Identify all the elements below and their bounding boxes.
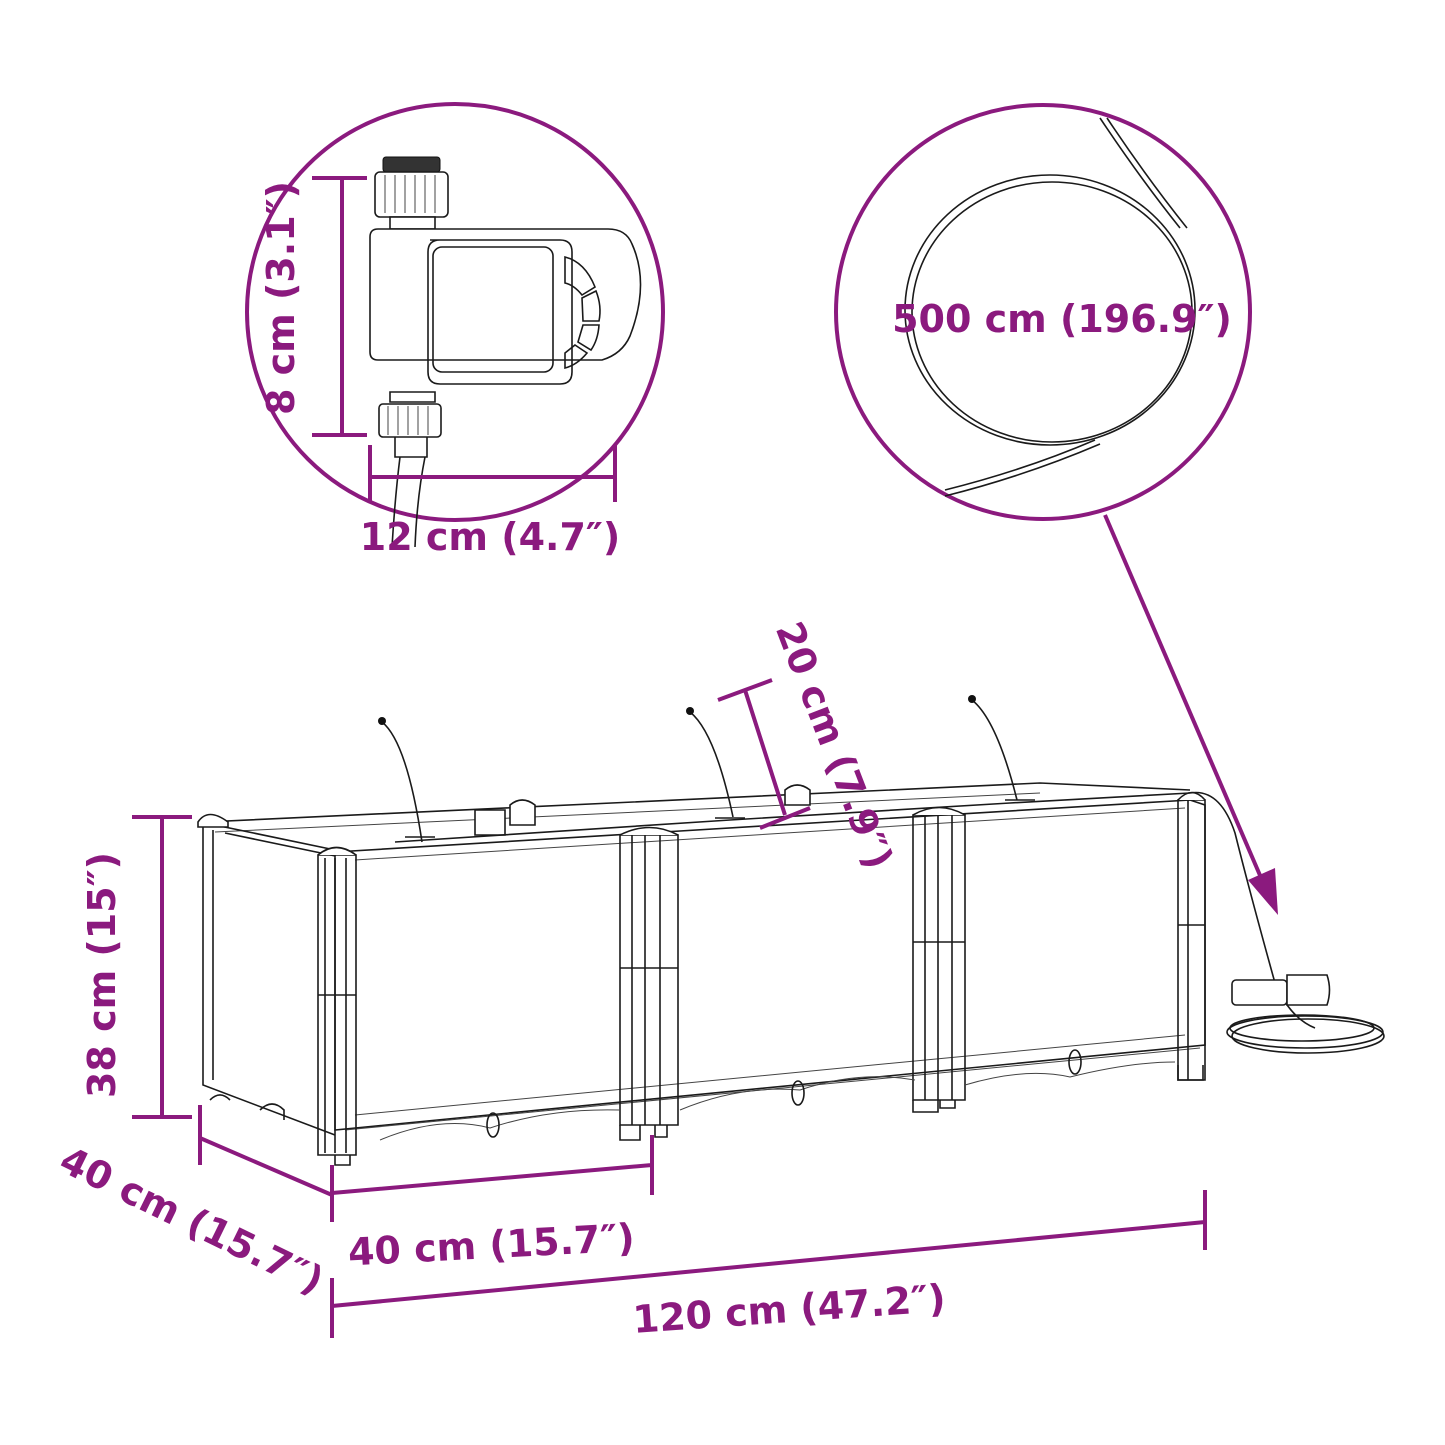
hose-connector	[1189, 791, 1385, 1054]
dripper-height-dimension-line	[717, 678, 811, 830]
planter-illustration	[197, 695, 1385, 1166]
water-timer-detail: 8 cm (3.1″) 12 cm (4.7″)	[245, 102, 665, 559]
drip-stakes	[378, 695, 1191, 843]
hose-detail: 500 cm (196.9″)	[834, 103, 1278, 915]
hose-length-label: 500 cm (196.9″)	[892, 297, 1232, 341]
planter-height-label: 38 cm (15″)	[80, 852, 124, 1098]
hose-pointer-arrow	[1103, 514, 1264, 881]
water-timer-icon	[369, 156, 642, 548]
timer-detail-circle	[245, 102, 665, 522]
planter-depth-label: 40 cm (15.7″)	[53, 1138, 330, 1303]
planter-length-label: 120 cm (47.2″)	[631, 1276, 947, 1342]
timer-width-label: 12 cm (4.7″)	[360, 515, 621, 559]
arrow-head-icon	[1248, 868, 1278, 915]
planter-depth-dimension-line	[198, 1105, 334, 1222]
section-width-label: 40 cm (15.7″)	[347, 1216, 636, 1275]
timer-width-dimension-line	[368, 445, 617, 502]
hose-detail-circle	[834, 103, 1252, 521]
planter-height-dimension-line	[132, 815, 192, 1119]
coiled-hose-icon	[904, 117, 1196, 497]
planter-length-dimension-line	[330, 1190, 1207, 1338]
timer-height-dimension-line	[312, 176, 367, 437]
section-width-dimension-line	[331, 1135, 654, 1195]
timer-height-label: 8 cm (3.1″)	[259, 181, 303, 415]
